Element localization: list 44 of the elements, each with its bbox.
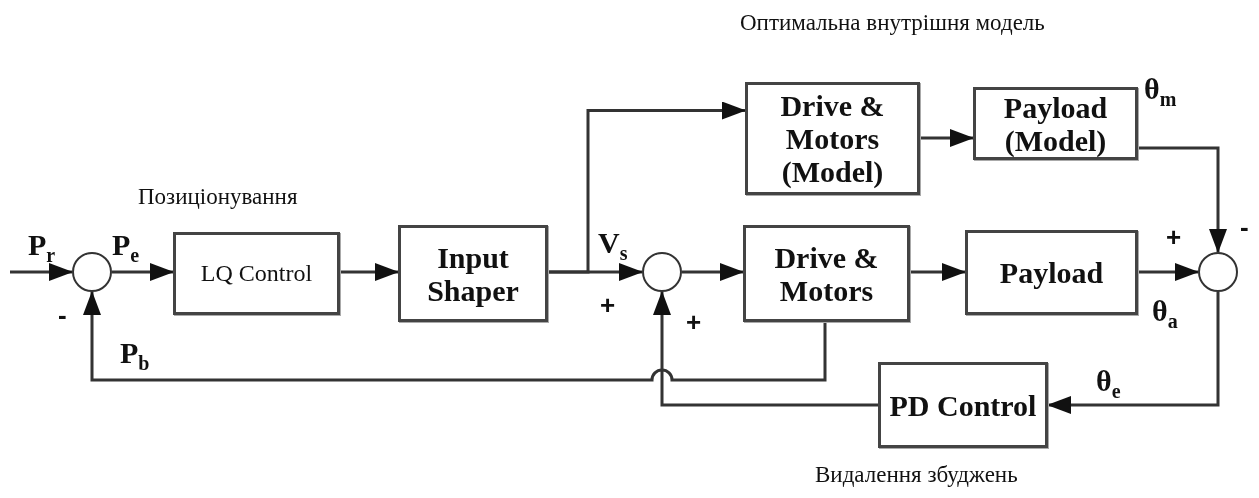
signal-label: θ$_{a}$ bbox=[1152, 294, 1178, 333]
arrow bbox=[112, 263, 174, 281]
block bbox=[173, 232, 340, 315]
arrow bbox=[340, 263, 399, 281]
block-label: LQ Control bbox=[200, 258, 313, 288]
sign-label: + bbox=[1166, 222, 1182, 253]
signal-label: θ$_{m}$ bbox=[1144, 72, 1177, 111]
sign-label: - bbox=[1240, 212, 1249, 243]
arrow bbox=[1138, 263, 1199, 281]
block bbox=[973, 87, 1138, 160]
arrow bbox=[1047, 292, 1220, 414]
block-label: Payload bbox=[999, 256, 1104, 289]
summing-junction bbox=[1198, 252, 1238, 292]
signal-label: θ$_{e}$ bbox=[1096, 364, 1121, 403]
diagram-heading: Оптимальна внутрішня модель bbox=[740, 10, 1045, 36]
summing-junction bbox=[642, 252, 682, 292]
arrow bbox=[653, 291, 878, 407]
block bbox=[965, 230, 1138, 315]
block-label: Drive & Motors bbox=[773, 240, 880, 307]
block bbox=[745, 82, 920, 195]
block-label: Input Shaper bbox=[426, 240, 520, 307]
block-label: Payload (Model) bbox=[1002, 90, 1109, 157]
arrow bbox=[682, 263, 744, 281]
arrow bbox=[920, 129, 974, 147]
feedback-arrow bbox=[83, 291, 827, 382]
signal-label: P$_{b}$ bbox=[120, 336, 150, 375]
block-label: PD Control bbox=[889, 388, 1037, 422]
block-caption: Видалення збуджень bbox=[815, 462, 1018, 488]
block-caption: Позиціонування bbox=[138, 184, 298, 210]
block bbox=[743, 225, 910, 322]
signal-label: V$_{s}$ bbox=[598, 226, 628, 265]
block-label: Drive & Motors (Model) bbox=[779, 89, 886, 188]
summing-junction bbox=[72, 252, 112, 292]
arrow bbox=[910, 263, 966, 281]
sign-label: - bbox=[58, 300, 67, 331]
arrow bbox=[548, 101, 746, 274]
block bbox=[878, 362, 1048, 448]
block bbox=[398, 225, 548, 322]
signal-label: P$_{e}$ bbox=[112, 228, 140, 267]
sign-label: + bbox=[686, 307, 702, 338]
sign-label: + bbox=[600, 290, 616, 321]
arrow bbox=[10, 263, 73, 281]
signal-label: P$_{r}$ bbox=[28, 228, 56, 267]
arrow bbox=[1138, 146, 1227, 253]
